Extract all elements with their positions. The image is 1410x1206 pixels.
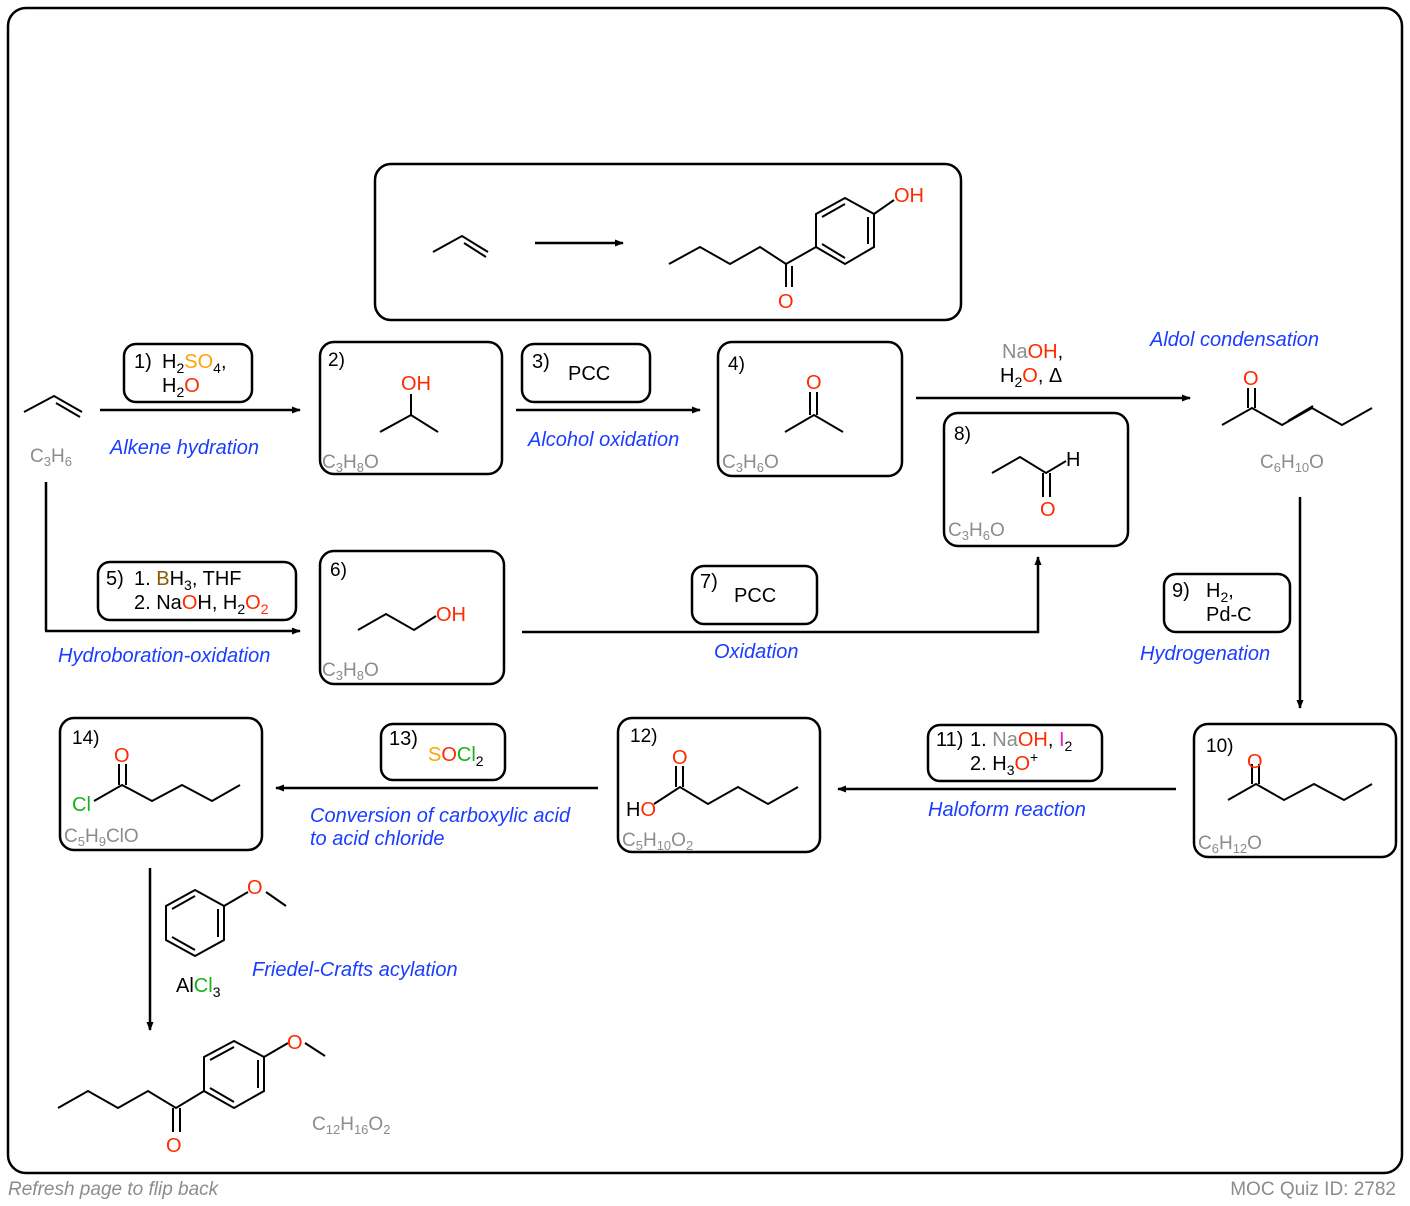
svg-text:O: O bbox=[114, 745, 130, 767]
svg-text:C3H8O: C3H8O bbox=[322, 452, 379, 475]
aldol-reagent-line2: H2O, Δ bbox=[1000, 365, 1062, 390]
svg-text:14): 14) bbox=[72, 728, 99, 749]
svg-text:O: O bbox=[1040, 499, 1056, 521]
svg-text:13): 13) bbox=[389, 728, 418, 750]
step11-reagent-box: 11) 1. NaOH, I2 2. H3O+ bbox=[926, 723, 1104, 783]
step12-box: 12) O HO C5H10O2 bbox=[616, 716, 822, 854]
aldol-reagent-line1: NaOH, bbox=[1002, 341, 1063, 363]
step3-label: Alcohol oxidation bbox=[527, 429, 679, 451]
svg-text:HO: HO bbox=[626, 799, 656, 821]
svg-text:12): 12) bbox=[630, 726, 657, 747]
svg-text:H: H bbox=[1066, 449, 1080, 471]
step9-label: Hydrogenation bbox=[1140, 643, 1270, 665]
step13-label-line2: to acid chloride bbox=[310, 828, 445, 850]
svg-text:PCC: PCC bbox=[734, 585, 776, 607]
quiz-id: MOC Quiz ID: 2782 bbox=[1230, 1179, 1396, 1200]
svg-text:6): 6) bbox=[330, 560, 347, 581]
fc-anisole: O bbox=[165, 877, 287, 958]
svg-text:C3H6O: C3H6O bbox=[722, 452, 779, 475]
step7-label: Oxidation bbox=[714, 641, 799, 663]
svg-text:Pd-C: Pd-C bbox=[1206, 604, 1252, 626]
step2-box: 2) OH C3H8O bbox=[318, 340, 504, 476]
svg-text:9): 9) bbox=[1172, 580, 1190, 602]
start-formula: C3H6 bbox=[30, 446, 72, 469]
svg-text:O: O bbox=[247, 877, 263, 899]
svg-text:C12H16O2: C12H16O2 bbox=[312, 1114, 390, 1137]
svg-text:11): 11) bbox=[936, 729, 963, 751]
svg-text:H2,: H2, bbox=[1206, 580, 1234, 605]
step1-reagent-box: 1) H2SO4, H2O bbox=[122, 342, 254, 404]
svg-text:1. BH3, THF: 1. BH3, THF bbox=[134, 568, 241, 593]
svg-text:H2O: H2O bbox=[162, 375, 200, 400]
svg-text:O: O bbox=[166, 1135, 182, 1157]
svg-text:2): 2) bbox=[328, 350, 345, 371]
step3-reagent-box: 3) PCC bbox=[520, 342, 652, 404]
step10-box: 10) O C6H12O bbox=[1192, 722, 1398, 859]
svg-text:2. H3O+: 2. H3O+ bbox=[970, 749, 1038, 778]
step13-label-line1: Conversion of carboxylic acid bbox=[310, 805, 571, 827]
step11-label: Haloform reaction bbox=[928, 799, 1086, 821]
svg-text:Cl: Cl bbox=[72, 794, 91, 816]
svg-text:C3H6O: C3H6O bbox=[948, 520, 1005, 543]
svg-text:OH: OH bbox=[436, 604, 466, 626]
svg-text:C3H8O: C3H8O bbox=[322, 660, 379, 683]
svg-text:C5H10O2: C5H10O2 bbox=[622, 830, 693, 853]
svg-text:O: O bbox=[1243, 368, 1259, 390]
svg-text:7): 7) bbox=[700, 571, 718, 593]
svg-text:H2SO4,: H2SO4, bbox=[162, 351, 227, 376]
outer-frame bbox=[6, 6, 1404, 1175]
start-propene bbox=[23, 394, 83, 418]
step13-reagent-box: 13) SOCl2 bbox=[379, 722, 507, 782]
step1-label: Alkene hydration bbox=[109, 437, 259, 459]
svg-text:1): 1) bbox=[134, 351, 152, 373]
svg-text:O: O bbox=[806, 372, 822, 394]
step5-label: Hydroboration-oxidation bbox=[58, 645, 270, 667]
step6-box: 6) OH C3H8O bbox=[318, 549, 506, 686]
svg-text:1. NaOH, I2: 1. NaOH, I2 bbox=[970, 729, 1073, 754]
svg-text:10): 10) bbox=[1206, 736, 1233, 757]
svg-text:8): 8) bbox=[954, 424, 971, 445]
fc-label: Friedel-Crafts acylation bbox=[252, 959, 458, 981]
svg-text:4): 4) bbox=[728, 354, 745, 375]
target-propene bbox=[432, 234, 489, 258]
fc-reagent: AlCl3 bbox=[176, 975, 221, 1000]
svg-text:C6H12O: C6H12O bbox=[1198, 833, 1262, 856]
svg-text:SOCl2: SOCl2 bbox=[428, 744, 484, 769]
final-product: O O C12H16O2 bbox=[57, 1032, 390, 1157]
step14-box: 14) O Cl C5H9ClO bbox=[58, 716, 264, 852]
target-o-label: O bbox=[778, 291, 794, 313]
svg-text:OH: OH bbox=[401, 373, 431, 395]
target-box: OH O bbox=[373, 162, 963, 322]
svg-text:PCC: PCC bbox=[568, 363, 610, 385]
svg-text:C6H10O: C6H10O bbox=[1260, 452, 1324, 475]
svg-text:C5H9ClO: C5H9ClO bbox=[64, 826, 139, 849]
svg-text:O: O bbox=[672, 747, 688, 769]
refresh-hint: Refresh page to flip back bbox=[8, 1179, 219, 1200]
step9-reagent-box: 9) H2, Pd-C bbox=[1162, 572, 1292, 634]
svg-text:5): 5) bbox=[106, 568, 124, 590]
svg-text:O: O bbox=[287, 1032, 303, 1054]
step8-box: 8) H O C3H6O bbox=[942, 411, 1130, 548]
target-hydroxyphenyl-ketone bbox=[668, 196, 895, 287]
aldol-product: O C6H10O bbox=[1221, 368, 1373, 475]
step5-reagent-box: 5) 1. BH3, THF 2. NaOH, H2O2 bbox=[96, 560, 298, 622]
step7-reagent-box: 7) PCC bbox=[690, 564, 819, 626]
aldol-label: Aldol condensation bbox=[1149, 329, 1319, 351]
svg-text:O: O bbox=[1247, 751, 1263, 773]
svg-text:2. NaOH, H2O2: 2. NaOH, H2O2 bbox=[134, 592, 269, 617]
step4-box: 4) O C3H6O bbox=[716, 340, 904, 478]
svg-text:3): 3) bbox=[532, 351, 550, 373]
step7-arrow bbox=[522, 556, 1042, 634]
target-oh-label: OH bbox=[894, 185, 924, 207]
